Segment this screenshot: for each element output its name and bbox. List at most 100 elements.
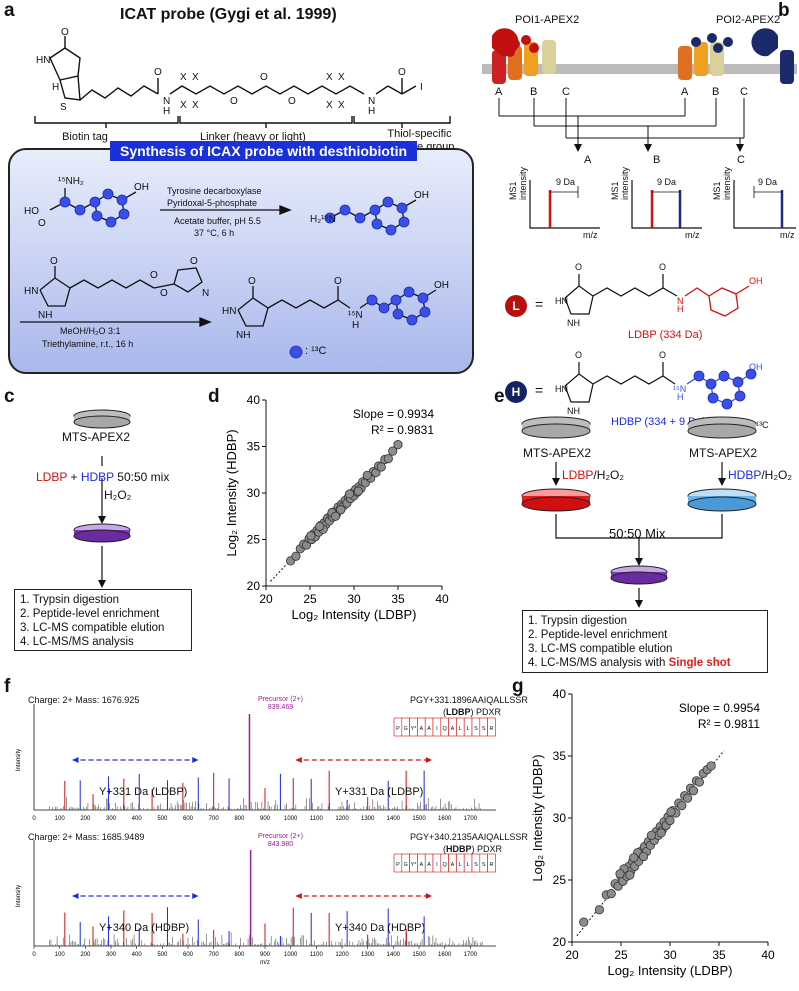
x-tick-label: 1400: [387, 816, 401, 822]
f-top-source: PDXR: [476, 707, 502, 717]
sequence-letter: L: [467, 726, 470, 732]
group-b: B: [653, 154, 661, 166]
svg-text:¹⁵NH₂: ¹⁵NH₂: [58, 176, 84, 187]
svg-text:HO: HO: [24, 206, 39, 217]
sequence-letter: P: [396, 862, 400, 868]
svg-text:O: O: [398, 67, 406, 78]
f-top-tag-bold: LDBP: [446, 707, 471, 717]
y-axis-label: Intensity: [16, 749, 22, 771]
svg-text:NH: NH: [38, 310, 52, 321]
sequence-letter: A: [419, 862, 423, 868]
data-point: [666, 807, 676, 817]
reaction1-line3: Acetate buffer, pH 5.5: [174, 216, 261, 226]
e-step-4-text: 4. LC-MS/MS analysis with: [528, 657, 669, 669]
ms1-xlabel-1: m/z: [583, 230, 598, 240]
panel-e-flow: [521, 416, 757, 608]
x-tick-label: 1700: [464, 952, 478, 958]
svg-text:O: O: [260, 72, 268, 83]
svg-text:HN: HN: [555, 384, 568, 394]
f-bottom-source: PDXR: [477, 844, 503, 854]
slope-label: Slope = 0.9954: [679, 701, 760, 715]
site-a-left: A: [495, 86, 503, 98]
sequence-letter: L: [467, 862, 470, 868]
sequence-letter: A: [427, 726, 431, 732]
x-tick-label: 1700: [464, 816, 478, 822]
svg-text:X: X: [338, 72, 345, 83]
svg-text:H: H: [52, 82, 59, 93]
y-tick-label: 30: [247, 486, 261, 500]
c-steps-box: 1. Trypsin digestion 2. Peptide-level en…: [14, 589, 192, 651]
data-point: [376, 462, 386, 472]
x-tick-label: 800: [234, 952, 245, 958]
svg-text:H: H: [368, 106, 375, 117]
sequence-letter: G: [404, 862, 408, 868]
x-tick-label: 1100: [310, 816, 324, 822]
svg-text:O: O: [659, 262, 666, 272]
site-b-left: B: [530, 86, 538, 98]
data-point: [594, 905, 605, 915]
e-h2o2-left: /H₂O₂: [593, 468, 625, 482]
sequence-letter: I: [436, 726, 438, 732]
x-tick-label: 800: [234, 816, 245, 822]
x-tick-label: 700: [209, 952, 220, 958]
data-point: [306, 531, 316, 541]
slope-label: Slope = 0.9934: [353, 407, 434, 421]
svg-text:OH: OH: [749, 362, 763, 372]
e-step-1: 1. Trypsin digestion: [528, 615, 628, 627]
x-axis-label: Log₂ Intensity (LDBP): [292, 607, 417, 622]
sequence-letter: A: [419, 726, 423, 732]
e-ldbp-reagent: LDBP/H₂O₂: [562, 468, 624, 482]
svg-text:O: O: [160, 288, 168, 299]
x-tick-label: 200: [80, 952, 91, 958]
membrane-diagram: [482, 28, 797, 152]
x-tick-label: 35: [391, 592, 405, 606]
ldbp-badge: L: [505, 295, 527, 317]
arrowhead: [425, 757, 432, 763]
svg-text:HN: HN: [24, 286, 38, 297]
x-tick-label: 40: [761, 948, 775, 962]
reaction2-line2: Triethylamine, r.t., 16 h: [42, 339, 134, 349]
e-h2o2-right: /H₂O₂: [761, 468, 792, 482]
panel-label-d: d: [208, 386, 220, 407]
f-top-peptide: PGY+331.1896AAIQALLSSR: [410, 695, 528, 705]
e-hdbp-reagent: HDBP/H₂O₂: [728, 468, 792, 482]
reaction1-line2: Pyridoxal-5-phosphate: [167, 198, 258, 208]
data-point: [656, 828, 666, 838]
arrowhead: [295, 893, 302, 899]
svg-text:X: X: [192, 100, 199, 111]
data-point: [353, 486, 363, 496]
svg-text:X: X: [180, 72, 187, 83]
svg-text:X: X: [326, 72, 333, 83]
y-axis-label: Log₂ Intensity (HDBP): [224, 429, 239, 556]
reaction1-line4: 37 °C, 6 h: [194, 228, 235, 238]
svg-text:O: O: [38, 218, 46, 229]
y-tick-label: 20: [553, 935, 567, 949]
ldbp-name: LDBP (334 Da): [628, 329, 703, 341]
x-tick-label: 40: [435, 592, 449, 606]
site-c-right: C: [740, 86, 748, 98]
ms1-xlabel-2: m/z: [685, 230, 700, 240]
sequence-letter: L: [459, 862, 462, 868]
x-tick-label: 1000: [284, 816, 298, 822]
x-tick-label: 600: [183, 952, 194, 958]
x-tick-label: 35: [712, 948, 726, 962]
data-point: [330, 511, 341, 521]
y-axis-label: Intensity: [16, 885, 22, 907]
e-mix-label: 50:50 Mix: [609, 526, 666, 541]
x-tick-label: 400: [132, 816, 143, 822]
x-tick-label: 100: [55, 952, 66, 958]
e-dish-label-2: MTS-APEX2: [689, 446, 758, 460]
svg-text:O: O: [190, 256, 198, 267]
svg-text:X: X: [192, 72, 199, 83]
x-tick-label: 1500: [412, 952, 426, 958]
f-top-charge: Charge: 2+ Mass: 1676.925: [28, 695, 140, 705]
svg-text:O: O: [334, 276, 342, 287]
panel-label-f: f: [4, 676, 11, 697]
svg-text:N: N: [677, 296, 684, 306]
c-ldbp: LDBP: [36, 470, 68, 484]
ms1-spectra: [529, 180, 796, 229]
arrowhead: [295, 757, 302, 763]
arrowhead: [192, 757, 199, 763]
